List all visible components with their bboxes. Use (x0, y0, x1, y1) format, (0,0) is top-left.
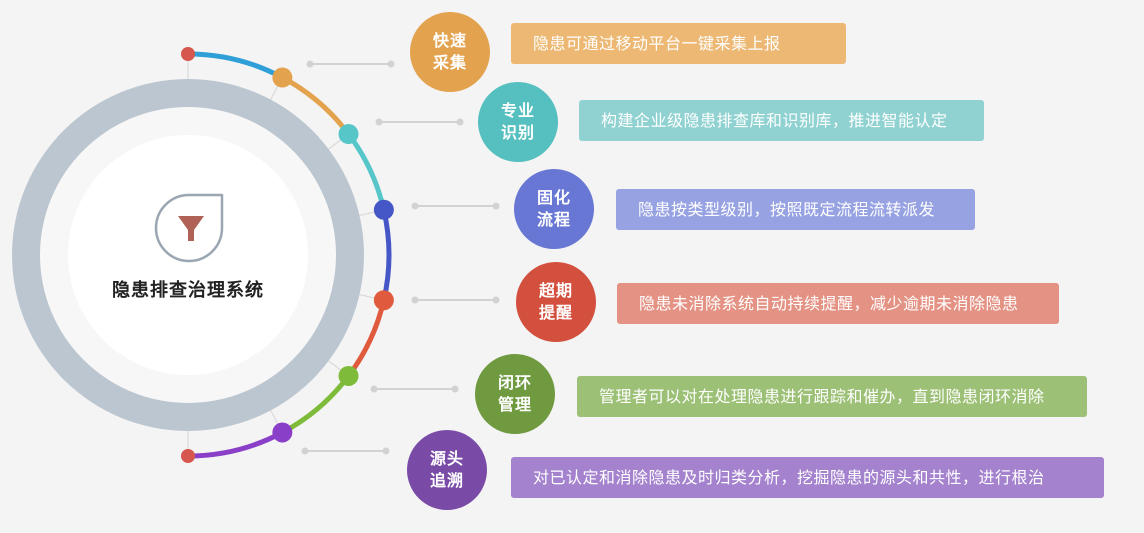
feature-description-closeloop: 管理者可以对在处理隐患进行跟踪和催办，直到隐患闭环消除 (577, 376, 1087, 417)
feature-description-trace: 对已认定和消除隐患及时归类分析，挖掘隐患的源头和共性，进行根治 (511, 457, 1104, 498)
feature-description-remind: 隐患未消除系统自动持续提醒，减少逾期未消除隐患 (617, 283, 1059, 324)
feature-description-collect: 隐患可通过移动平台一键采集上报 (511, 23, 846, 64)
feature-bubble-collect: 快速采集 (410, 12, 490, 92)
funnel-shape (178, 216, 204, 241)
arc-node (338, 124, 359, 145)
connector-dot (382, 447, 390, 455)
arc-node (272, 67, 293, 88)
arc-segment (185, 51, 285, 80)
feature-bubble-remind: 超期提醒 (516, 262, 596, 342)
feature-bubble-trace: 源头追溯 (407, 430, 487, 510)
connector-dot (456, 118, 464, 126)
connector-dot (411, 296, 419, 304)
arc-endpoint (181, 449, 195, 463)
connector-dot (451, 385, 459, 393)
arc-node (272, 422, 293, 443)
feature-title: 专业识别 (500, 101, 535, 142)
connector-dot (387, 60, 395, 68)
arc-segment (185, 430, 285, 459)
arc-endpoint (181, 47, 195, 61)
arc-layer (181, 47, 394, 463)
arc-node (373, 199, 394, 220)
connector-dot (370, 385, 378, 393)
feature-title: 闭环管理 (497, 373, 532, 414)
feature-title: 超期提醒 (538, 281, 573, 322)
icon-frame (154, 193, 224, 263)
feature-title: 固化流程 (536, 188, 571, 229)
feature-description-identify: 构建企业级隐患排查库和识别库，推进智能认定 (579, 100, 984, 141)
arc-segment (381, 207, 392, 303)
arc-node (338, 365, 359, 386)
connector-dot (306, 60, 314, 68)
feature-bubble-identify: 专业识别 (478, 82, 558, 162)
center-disc (68, 135, 308, 375)
feature-description-process: 隐患按类型级别，按照既定流程流转派发 (616, 189, 975, 230)
feature-bubble-process: 固化流程 (514, 169, 594, 249)
connector-dot (492, 202, 500, 210)
funnel-icon (154, 193, 224, 263)
connector-dot (492, 296, 500, 304)
feature-title: 快速采集 (432, 31, 467, 72)
feature-title: 源头追溯 (429, 449, 464, 490)
connector-layer (187, 48, 500, 460)
connector-dot (301, 447, 309, 455)
system-title: 隐患排查治理系统 (112, 280, 264, 301)
connector-dot (375, 118, 383, 126)
arc-node (373, 290, 394, 311)
feature-bubble-closeloop: 闭环管理 (475, 354, 555, 434)
connector-dot (411, 202, 419, 210)
